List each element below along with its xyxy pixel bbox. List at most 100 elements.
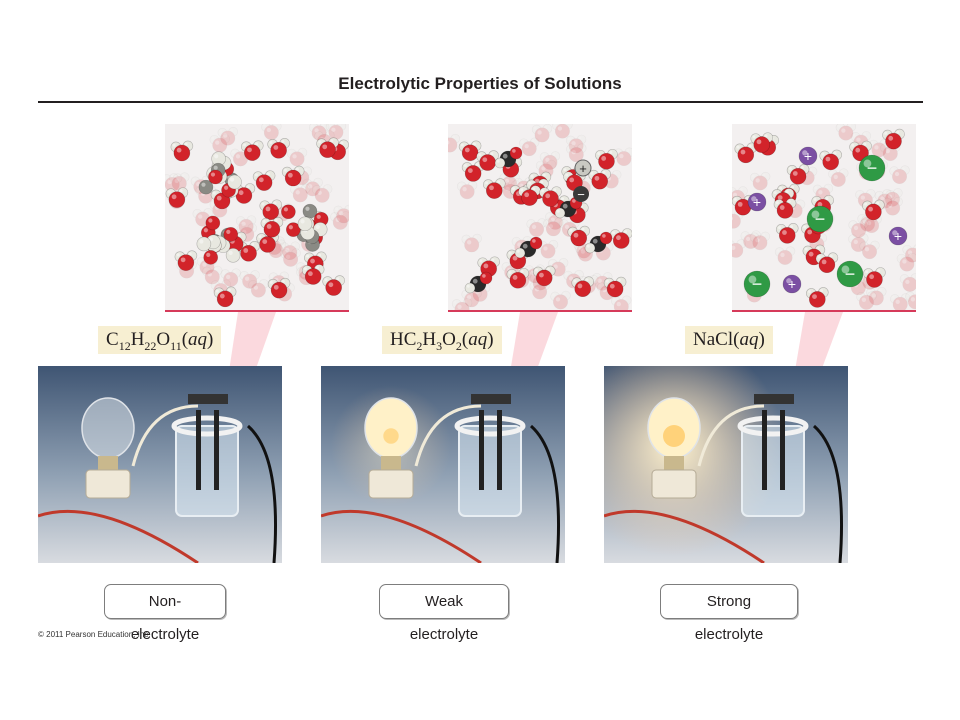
oxygen-atom [858,294,874,310]
oxygen-atom [568,138,584,154]
hydrogen-atom [231,268,241,278]
hydrogen-atom [448,136,450,143]
oxygen-atom [216,290,234,308]
beaker [458,425,522,517]
hydrogen-atom [472,233,482,244]
oxygen-atom [866,271,883,288]
oxygen-atom [732,242,744,258]
hydrogen-atom [889,166,899,176]
plus-sign: + [579,161,587,176]
molecular-view-weak-electrolyte: +− [448,124,632,312]
hydrogen-atom [732,187,737,197]
category-label: Non-electrolyte [104,584,226,643]
hydrogen-atom [858,233,869,243]
oxygen-atom [865,203,882,221]
oxygen-atom [262,203,280,221]
hydrogen-atom [856,292,866,302]
oxygen-atom [255,174,273,191]
hydrogen-atom [546,159,557,170]
formula-label: NaCl(aq) [685,326,773,354]
hydrogen-atom [857,213,867,224]
hydrogen-atom [749,172,760,183]
title-rule [38,101,923,103]
hydrogen-atom [235,216,246,226]
hydrogen-atom [276,239,287,250]
hydrogen-atom [760,231,771,242]
formula-label: HC2H3O2(aq) [382,326,502,354]
apparatus-photo [38,366,282,563]
hydrogen-atom [552,124,562,131]
hydrogen-atom [542,124,553,134]
hydrogen-atom [885,189,896,200]
hydrogen-atom [539,152,550,162]
oxygen-atom [907,294,916,310]
hydrogen-atom [740,231,751,241]
sodium-ion [782,274,802,294]
hydrogen-atom [250,270,260,280]
plus-sign: + [894,228,902,244]
oxygen-atom [905,247,916,263]
hydrogen-atom [896,253,907,264]
oxygen-atom [732,213,741,229]
oxygen-atom [532,284,548,300]
hydrogen-atom [529,137,540,148]
oxygen-atom [328,124,344,140]
oxygen-atom [547,214,563,230]
oxygen-atom [899,256,915,272]
sucrose-atom [227,174,242,190]
hydrogen-atom [319,124,330,132]
oxygen-atom [270,141,287,159]
hydrogen-atom [202,266,212,277]
hydrogen-atom [279,242,290,252]
hydrogen-atom [846,124,857,132]
oxygen-atom [574,280,592,298]
hydrogen-atom [511,236,522,247]
apparatus-photo [321,366,565,563]
category-label: Weak electrolyte [379,584,509,643]
hydrogen-atom [543,218,553,229]
beaker [175,425,239,517]
hydrogen-atom [169,173,179,183]
acetate-ion [573,186,589,202]
plus-sign: + [753,194,761,210]
oxygen-atom [752,235,768,251]
hydrogen-atom [553,217,564,228]
oxygen-atom [540,243,556,259]
hydrogen-atom [795,199,806,210]
molecule-scene: ++++−−−− [732,124,916,310]
hydrogen-atom [870,240,880,251]
hydrogen-atom [271,124,282,132]
minus-sign: − [867,158,878,178]
hydrogen-atom [300,183,311,194]
sucrose-atom [225,247,241,263]
hydrogen-atom [624,147,632,158]
hydrogen-atom [462,298,473,308]
oxygen-atom [282,245,298,261]
hydrogen-atom [179,172,190,182]
oxygen-atom [599,231,613,245]
oxygen-atom [892,169,908,185]
oxygen-atom [885,200,901,216]
hydrogen-atom [302,178,313,189]
sucrose-atom [208,169,223,185]
oxygen-atom [177,254,195,271]
oxygen-atom [862,244,878,260]
oxygen-atom [259,236,276,253]
oxygen-atom [778,227,796,244]
oxygen-atom [464,165,482,182]
hydrogen-atom [900,293,911,303]
oxygen-atom [570,229,588,247]
hydrogen-atom [838,168,849,178]
oxygen-atom [263,125,279,141]
hydrogen-atom [866,287,876,298]
sucrose-atom [297,216,313,232]
oxygen-atom [454,301,470,310]
hydrogen-atom [220,269,231,279]
hydrogen-atom [565,135,576,146]
sucrose-atom [285,222,301,237]
hydrogen-atom [611,169,622,180]
oxygen-atom [332,214,348,230]
oxygen-atom [263,220,281,238]
hydrogen-atom [584,242,596,254]
hydrogen-atom [855,189,865,200]
